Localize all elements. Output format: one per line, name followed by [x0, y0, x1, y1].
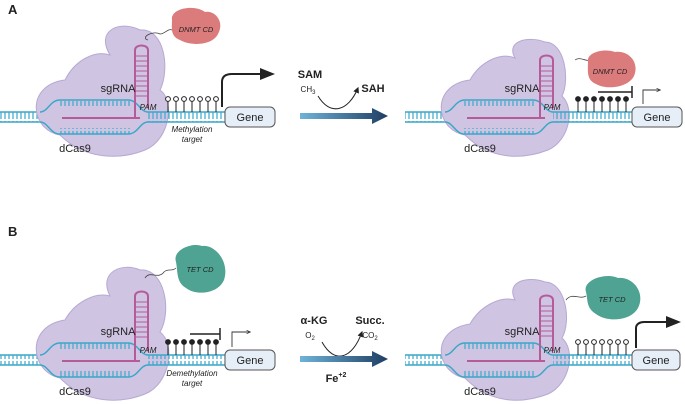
gene-box	[631, 349, 681, 371]
product-label: Succ.	[355, 315, 384, 327]
gene-box	[224, 349, 276, 371]
svg-text:O2: O2	[305, 331, 315, 342]
tet-enzyme	[175, 244, 226, 293]
dcas9-protein	[440, 278, 570, 401]
sgrna-label: sgRNA	[101, 83, 137, 95]
sgrna-label: sgRNA	[505, 326, 541, 338]
target-label-line1: Methylation	[172, 125, 213, 134]
target-label-line2: target	[182, 379, 203, 388]
product-label: SAH	[361, 83, 384, 95]
cpg-sites	[165, 96, 219, 112]
gene-label: Gene	[643, 355, 670, 367]
enzyme-label: TET CD	[598, 295, 626, 304]
dna-strand	[0, 112, 40, 122]
substrate-sub: CH	[301, 85, 313, 94]
gene-label: Gene	[237, 355, 264, 367]
reaction-arrow	[300, 108, 388, 124]
sgrna-hairpin	[134, 44, 149, 118]
enzyme-label: TET CD	[186, 265, 214, 274]
reaction-a: SAM CH3 SAH	[298, 69, 388, 124]
gene-box	[224, 106, 276, 128]
dcas9-label: dCas9	[464, 386, 496, 398]
complex-b-right: TET CD sgRNA PAM dCas9 Gene	[405, 275, 681, 401]
panel-label-b: B	[8, 224, 17, 239]
gene-box	[631, 106, 683, 128]
gene-label: Gene	[237, 112, 264, 124]
cofactor-label: Fe	[326, 373, 339, 385]
target-label-line1: Demethylation	[166, 369, 218, 378]
svg-text:CH3: CH3	[301, 85, 317, 96]
pam-label: PAM	[140, 103, 157, 112]
transcription-arrow	[221, 73, 262, 107]
enzyme-label: DNMT CD	[179, 25, 214, 34]
dnmt-enzyme	[171, 7, 221, 44]
product-sub: CO	[362, 331, 374, 340]
dcas9-label: dCas9	[59, 386, 91, 398]
complex-a-right: DNMT CD sgRNA PAM dCas9 Gene	[405, 38, 683, 157]
panel-label-a: A	[8, 2, 18, 17]
dcas9-protein	[440, 38, 570, 157]
reaction-b: α-KG O2 Succ. CO2 Fe+2	[300, 315, 388, 385]
transcription-arrow-weak	[642, 90, 660, 104]
svg-text:Fe+2: Fe+2	[326, 372, 347, 385]
dcas9-label: dCas9	[464, 143, 496, 155]
substrate-label: α-KG	[301, 315, 328, 327]
gene-label: Gene	[644, 112, 671, 124]
tet-enzyme	[585, 275, 641, 320]
substrate-label: SAM	[298, 69, 322, 81]
cpg-sites-methylated	[165, 339, 219, 355]
transcription-arrow	[635, 321, 668, 348]
svg-text:CO2: CO2	[362, 331, 378, 342]
cpg-sites	[575, 339, 629, 355]
complex-a-left: DNMT CD sgRNA PAM dCas9 Methylation targ…	[0, 7, 276, 157]
transcription-arrow-weak	[231, 332, 250, 347]
target-label-line2: target	[182, 135, 203, 144]
reaction-arrow	[300, 351, 388, 367]
sgrna-label: sgRNA	[101, 326, 137, 338]
substrate-sub: O	[305, 331, 311, 340]
dcas9-label: dCas9	[59, 143, 91, 155]
pam-label: PAM	[140, 346, 157, 355]
enzyme-label: DNMT CD	[593, 67, 628, 76]
sgrna-label: sgRNA	[505, 83, 541, 95]
complex-b-left: TET CD sgRNA PAM dCas9 Demethylation tar…	[0, 244, 276, 401]
pam-label: PAM	[544, 103, 561, 112]
cpg-sites-methylated	[575, 96, 629, 112]
dnmt-enzyme	[587, 50, 636, 88]
pam-label: PAM	[544, 346, 561, 355]
